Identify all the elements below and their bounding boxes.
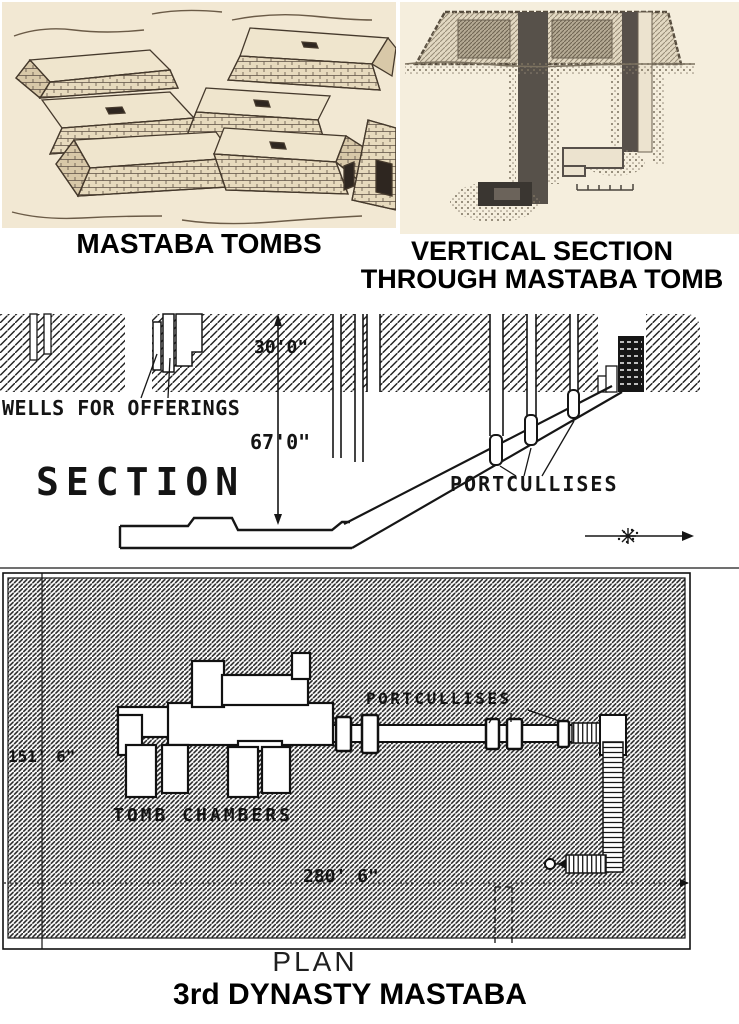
leader-lines <box>488 709 561 724</box>
burial-chamber <box>478 182 532 206</box>
plan-drawing <box>0 567 739 950</box>
ground-hatch-band <box>0 314 700 392</box>
dimension-lines <box>4 573 689 949</box>
plan-title: PLAN <box>272 946 358 977</box>
figure-mastaba-tombs: MASTABA TOMBS <box>2 2 396 259</box>
burial-shafts <box>518 11 653 204</box>
vertical-section-drawing <box>400 2 739 234</box>
plan-subtitle: 3rd DYNASTY MASTABA <box>173 978 527 1011</box>
figure-vertical-section <box>400 2 739 234</box>
portcullises-plan-label: PORTCULLISES <box>366 689 512 708</box>
portcullises-section-label: PORTCULLISES <box>450 472 619 496</box>
mastaba-body-hatch <box>7 577 686 939</box>
mastaba-tombs-caption: MASTABA TOMBS <box>76 228 322 259</box>
scale-bar <box>576 184 634 191</box>
figure-section <box>0 308 739 568</box>
sloped-passage <box>343 385 623 549</box>
plan-border <box>0 567 739 950</box>
vertical-section-caption-line1: VERTICAL SECTION <box>410 236 674 266</box>
portcullis-stones <box>489 389 580 466</box>
dimension-line-67ft <box>274 314 282 525</box>
length-dimension-label: 280' 6" <box>303 866 379 887</box>
width-dimension-label: 151' 6" <box>8 747 76 766</box>
wells-for-offerings-label: WELLS FOR OFFERINGS <box>2 396 241 420</box>
burial-chamber-profile <box>118 516 352 550</box>
north-arrow <box>585 528 694 544</box>
mastaba-block-back-left <box>15 49 179 99</box>
entrance-cutting <box>597 314 646 393</box>
label-leader-lines <box>140 353 575 477</box>
mastaba-block-back-right <box>226 27 396 91</box>
section-title: SECTION <box>36 460 246 504</box>
mastaba-block-front-right <box>213 127 369 195</box>
tomb-chambers-label: TOMB CHAMBERS <box>113 805 293 826</box>
entrance-corridor <box>332 713 627 756</box>
mastaba-block-far-right <box>351 119 396 211</box>
side-passage <box>562 147 624 177</box>
ground-sketch-lines <box>11 9 373 225</box>
vertical-section-caption-line2: THROUGH MASTABA TOMB <box>360 264 724 294</box>
mastaba-block-front-left <box>55 131 245 198</box>
depth-dimension-label: 67'0" <box>250 430 311 454</box>
tomb-chambers-rooms <box>116 651 335 799</box>
mastaba-superstructure <box>413 10 683 66</box>
section-drawing <box>0 313 700 550</box>
mastaba-tombs-drawing <box>2 2 396 228</box>
upper-dimension-label: 30'0" <box>254 337 309 358</box>
portcullis-shaft-channels <box>332 314 579 462</box>
figure-plan <box>0 565 739 960</box>
offering-wells <box>29 313 203 392</box>
entrance-staircase <box>544 741 624 874</box>
